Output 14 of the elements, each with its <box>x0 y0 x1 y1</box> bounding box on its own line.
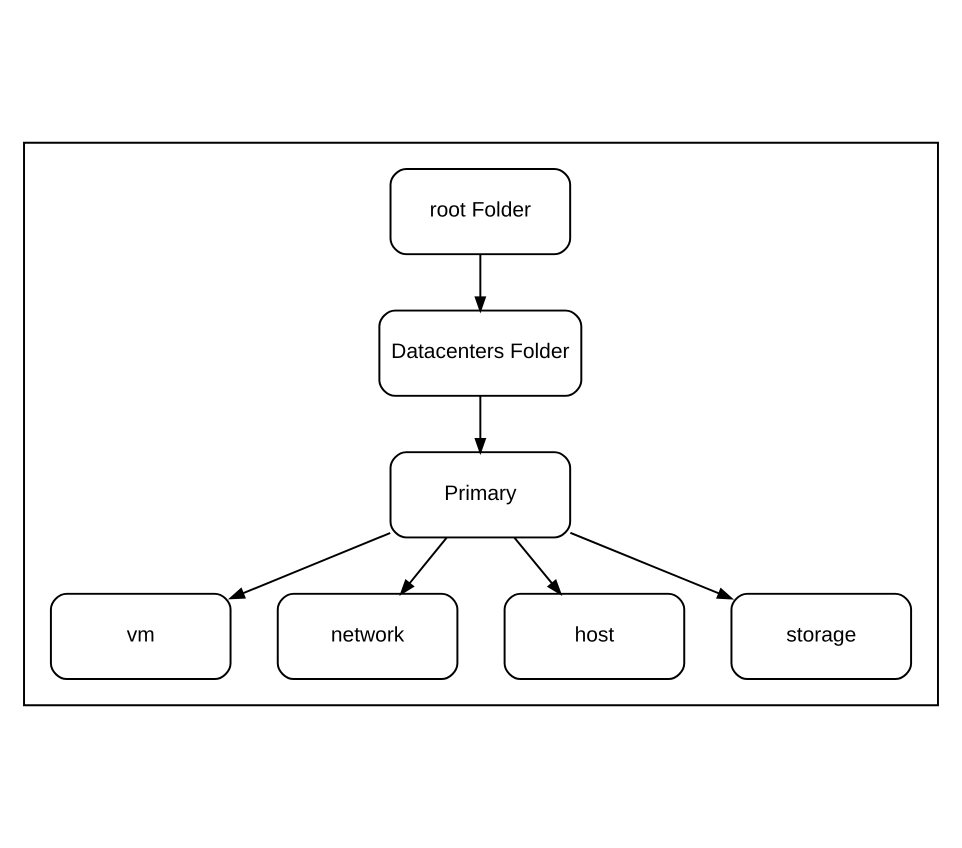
arrow <box>474 396 486 456</box>
node-box: host <box>504 592 686 680</box>
node-box: storage <box>730 592 912 680</box>
node-box: Primary <box>390 451 572 538</box>
node-box: vm <box>50 592 232 680</box>
node-box: Datacenters Folder <box>378 310 582 397</box>
cluster <box>23 142 939 706</box>
node-box: network <box>276 592 458 680</box>
arrow <box>570 532 734 600</box>
arrow <box>474 254 486 314</box>
arrow <box>514 536 562 596</box>
node-box: root Folder <box>390 168 572 256</box>
arrow <box>228 532 391 600</box>
arrow <box>399 536 448 596</box>
